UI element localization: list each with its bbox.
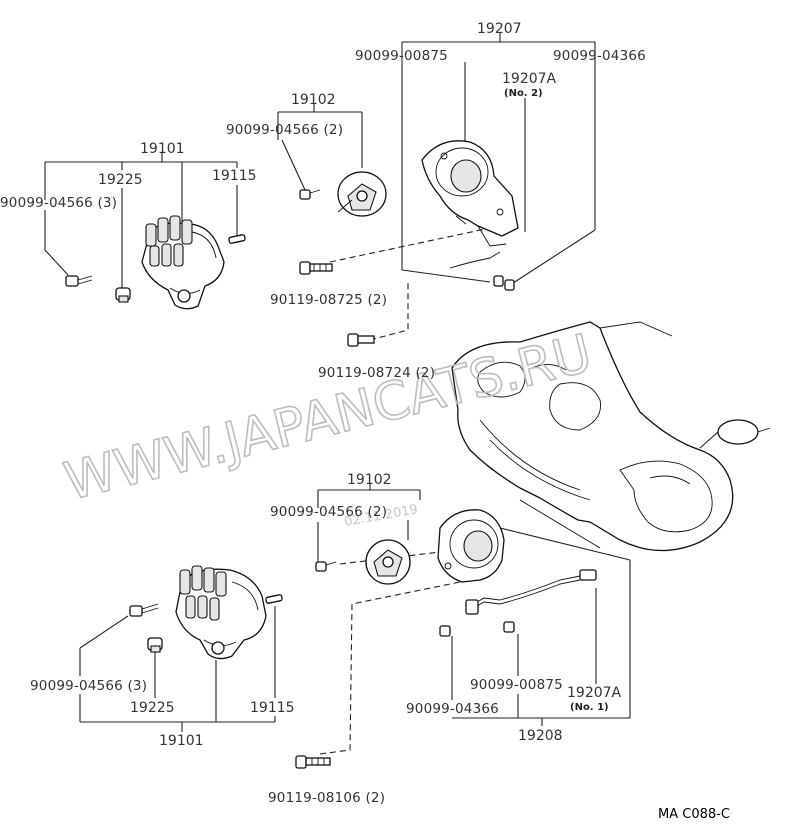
leader-19101-lower xyxy=(79,606,276,732)
label-19207: 19207 xyxy=(477,21,522,37)
label-90099-04566-3-lower: 90099-04566 (3) xyxy=(30,678,147,694)
label-90099-04366-upper: 90099-04366 xyxy=(553,48,646,64)
label-19207A-lower: 19207A xyxy=(567,685,622,701)
label-90099-00875-upper: 90099-00875 xyxy=(355,48,448,64)
label-19207A-no2: (No. 2) xyxy=(504,88,543,99)
label-19102-upper: 19102 xyxy=(291,92,336,108)
label-19225-lower: 19225 xyxy=(130,700,175,716)
label-19207A-no1: (No. 1) xyxy=(570,702,609,713)
plug-lower xyxy=(147,637,163,653)
bolt-rotor-lower xyxy=(315,561,337,572)
leader-19207 xyxy=(401,32,596,286)
leader-19101-upper xyxy=(44,153,238,288)
bolt-08106 xyxy=(295,755,331,769)
pin-upper xyxy=(228,234,246,244)
housing-upper xyxy=(421,140,519,247)
bolt-upper-left xyxy=(65,275,93,287)
label-19208: 19208 xyxy=(518,728,563,744)
label-90099-00875-lower: 90099-00875 xyxy=(470,677,563,693)
leader-19102-lower xyxy=(317,484,421,562)
bolt-lower-left xyxy=(129,603,159,617)
label-90099-04566-2-lower: 90099-04566 (2) xyxy=(270,504,387,520)
bolt-08725 xyxy=(299,261,333,275)
housing-lower xyxy=(437,509,505,583)
label-90119-08724: 90119-08724 (2) xyxy=(318,365,435,381)
label-90099-04366-lower: 90099-04366 xyxy=(406,701,499,717)
engine-outline xyxy=(451,321,771,552)
rotor-upper xyxy=(337,171,387,217)
label-19115-lower: 19115 xyxy=(250,700,295,716)
label-90099-04566-3-upper: 90099-04566 (3) xyxy=(0,195,117,211)
plug-upper xyxy=(115,287,131,303)
sensor-lower xyxy=(439,569,597,637)
leader-19102-upper xyxy=(277,104,363,191)
bolt-08724 xyxy=(347,333,375,347)
label-19115-upper: 19115 xyxy=(212,168,257,184)
distributor-lower xyxy=(175,565,267,660)
bolt-rotor-upper xyxy=(299,189,321,200)
label-90099-04566-2-upper: 90099-04566 (2) xyxy=(226,122,343,138)
label-19225-upper: 19225 xyxy=(98,172,143,188)
label-19102-lower: 19102 xyxy=(347,472,392,488)
leader-19208 xyxy=(451,527,631,726)
label-19207A-upper: 19207A xyxy=(502,71,557,87)
label-90119-08725: 90119-08725 (2) xyxy=(270,292,387,308)
sensor-upper xyxy=(449,251,515,291)
label-19101-lower: 19101 xyxy=(159,733,204,749)
dash-upper xyxy=(329,227,491,341)
rotor-lower xyxy=(365,539,411,585)
diagram-code: MA C088-C xyxy=(658,807,730,822)
label-90119-08106: 90119-08106 (2) xyxy=(268,790,385,806)
distributor-upper xyxy=(141,215,225,310)
pin-lower xyxy=(265,594,283,604)
label-19101-upper: 19101 xyxy=(140,141,185,157)
